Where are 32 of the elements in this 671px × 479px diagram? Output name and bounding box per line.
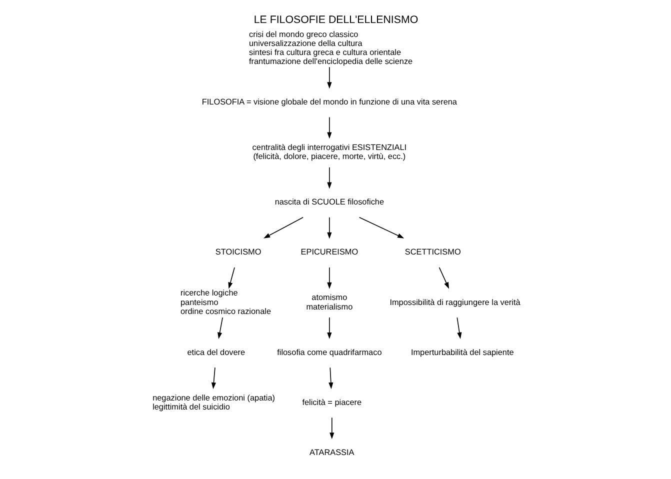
diagram-title: LE FILOSOFIE DELL'ELLENISMO [253, 14, 418, 26]
node-text: atomismo materialismo [306, 293, 352, 312]
arrow [328, 367, 333, 390]
node-text: nascita di SCUOLE filosofiche [274, 198, 384, 207]
node-text: centralità degli interrogativi ESISTENZIALI (felicità, dolore, piacere, morte, virtù, ecc.) [252, 143, 406, 162]
node-text: negazione delle emozioni (apatia) legittimità del suicidio [152, 393, 275, 412]
node-text: felicità = piacere [302, 398, 362, 407]
arrow [326, 217, 332, 239]
arrow [456, 317, 462, 340]
arrow [263, 217, 303, 238]
arrow [438, 267, 449, 289]
node-text: ATARASSIA [309, 448, 354, 457]
arrow [210, 367, 216, 390]
node-text: filosofia come quadrifarmaco [276, 348, 382, 357]
arrow [326, 267, 332, 289]
node-text: FILOSOFIA = visione globale del mondo in funzione di una vita serena [201, 97, 456, 106]
arrow [228, 267, 234, 289]
node-text: Impossibilità di raggiungere la verità [389, 298, 520, 307]
node-text: ricerche logiche panteismo ordine cosmico razionale [180, 288, 271, 316]
node-text: Imperturbabilità del sapiente [410, 348, 514, 357]
node-text: crisi del mondo greco classico universalizzazione della cultura sintesi fra cultura greca e cultura orientale frantumazione dell'enciclopedia delle scienze [248, 30, 412, 66]
arrow [326, 66, 332, 89]
arrow [326, 116, 332, 139]
arrow [329, 417, 334, 440]
node-text: STOICISMO [214, 248, 261, 257]
arrow [217, 317, 222, 340]
arrow [326, 166, 332, 189]
arrow [358, 217, 404, 238]
node-text: EPICUREISMO [300, 248, 358, 257]
arrow [326, 317, 332, 340]
node-text: SCETTICISMO [404, 248, 460, 257]
node-text: etica del dovere [186, 348, 245, 357]
